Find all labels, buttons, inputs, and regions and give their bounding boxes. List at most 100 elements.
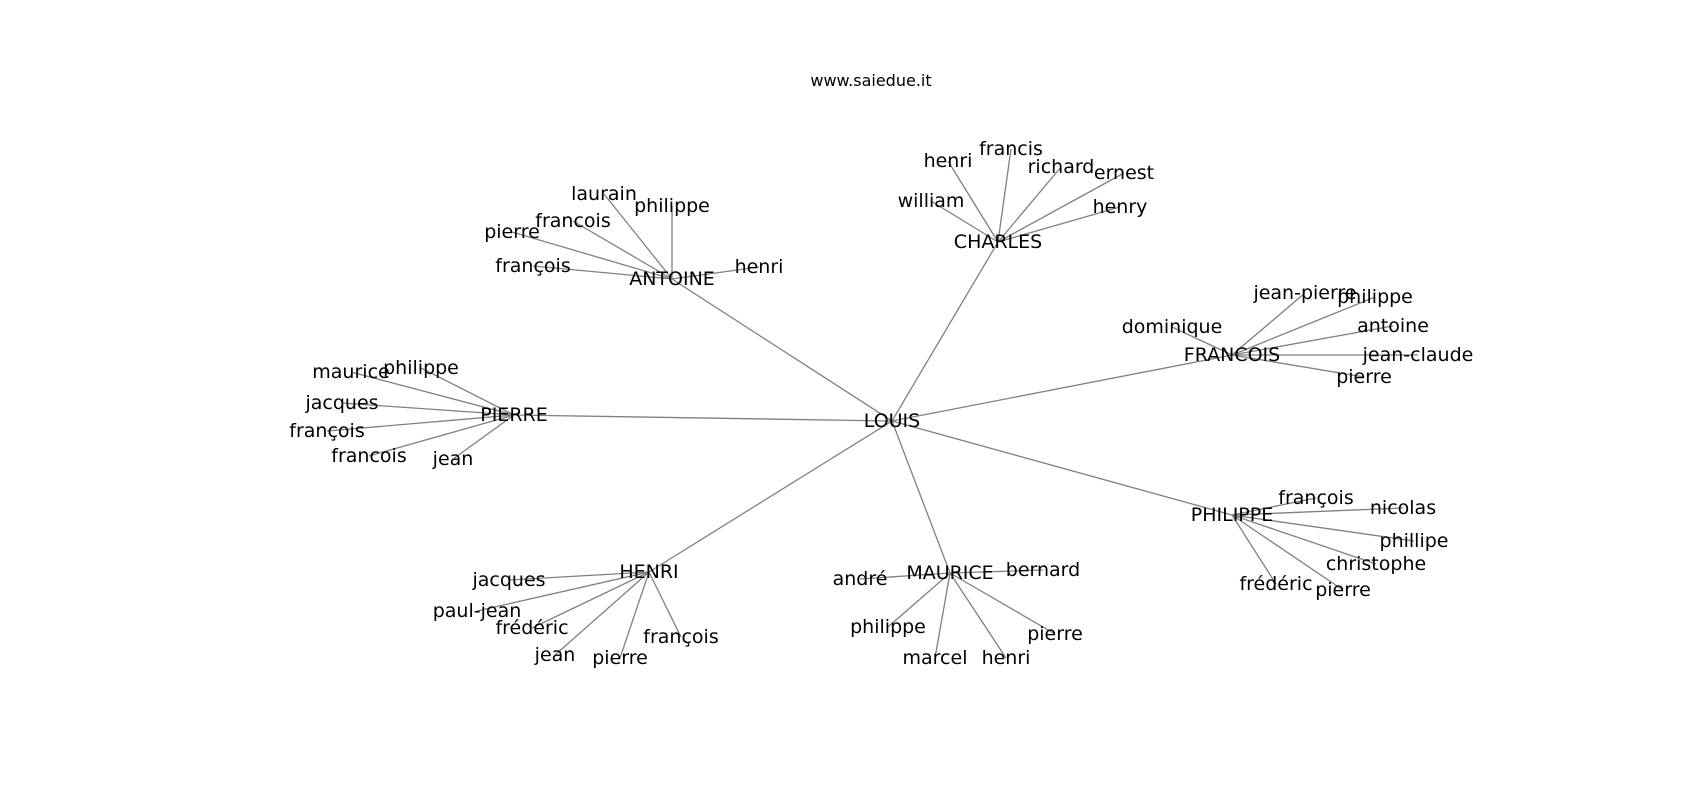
edge-root-to-henri	[648, 420, 893, 573]
edge-philippe-to-francois	[1231, 497, 1317, 516]
branch-node-francois: FRANCOIS	[1184, 344, 1280, 366]
edge-pierre-to-jacques	[341, 402, 515, 416]
edge-philippe-to-pierre	[1231, 514, 1344, 591]
leaf-node-pierre-philippe: philippe	[383, 357, 459, 379]
leaf-node-maurice-philippe: philippe	[850, 616, 926, 638]
edge-francois-to-dominique	[1171, 326, 1233, 356]
edge-francois-to-jean-pierre	[1231, 292, 1306, 356]
edge-henri-to-jacques	[508, 571, 650, 581]
leaf-node-pierre-jean: jean	[432, 448, 474, 470]
edge-maurice-to-bernard	[949, 569, 1044, 574]
leaf-node-antoine-francois: francois	[535, 210, 610, 232]
edge-philippe-to-frederic	[1231, 514, 1277, 585]
leaf-node-francois-jean-claude: jean-claude	[1362, 344, 1474, 366]
leaf-node-charles-francis: francis	[979, 138, 1043, 160]
edge-antoine-to-pierre	[511, 231, 673, 280]
edge-pierre-to-maurice	[350, 371, 515, 416]
edge-maurice-to-pierre	[949, 572, 1056, 635]
edge-maurice-to-henri	[949, 572, 1007, 659]
edge-henri-to-pierre	[619, 571, 650, 659]
edge-henri-to-jean	[554, 571, 650, 656]
edge-pierre-to-philippe	[420, 367, 515, 416]
leaf-node-antoine-francois: françois	[495, 255, 570, 277]
leaf-node-antoine-laurain: laurain	[571, 183, 637, 205]
edge-maurice-to-andre	[859, 572, 951, 580]
leaf-node-antoine-philippe: philippe	[634, 195, 710, 217]
leaf-node-philippe-christophe: christophe	[1326, 553, 1426, 575]
leaf-node-maurice-henri: henri	[982, 647, 1031, 669]
leaf-node-philippe-pierre: pierre	[1315, 579, 1371, 601]
leaf-node-francois-philippe: philippe	[1337, 286, 1413, 308]
branch-node-henri: HENRI	[619, 561, 678, 583]
edge-charles-to-richard	[997, 166, 1062, 243]
leaf-node-maurice-bernard: bernard	[1006, 559, 1080, 581]
edge-charles-to-francis	[997, 148, 1012, 243]
edge-pierre-to-francois	[368, 414, 515, 457]
edge-henri-to-paul-jean	[476, 571, 650, 612]
edge-henri-to-francois	[648, 571, 682, 638]
leaf-node-philippe-francois: françois	[1278, 487, 1353, 509]
edge-antoine-to-laurain	[603, 193, 673, 280]
leaf-node-henri-jean: jean	[534, 644, 576, 666]
edge-root-to-pierre	[513, 414, 893, 422]
edge-pierre-to-francois	[326, 414, 515, 432]
root-node-label: LOUIS	[864, 410, 920, 432]
leaf-node-charles-ernest: ernest	[1094, 162, 1154, 184]
leaf-node-francois-pierre: pierre	[1336, 366, 1392, 388]
leaf-node-charles-richard: richard	[1028, 156, 1095, 178]
leaf-node-charles-henri: henri	[924, 150, 973, 172]
edge-root-to-charles	[891, 241, 999, 422]
leaf-node-pierre-maurice: maurice	[312, 361, 389, 383]
leaf-node-francois-antoine: antoine	[1357, 315, 1429, 337]
edge-francois-to-pierre	[1231, 354, 1365, 378]
edge-francois-to-philippe	[1231, 296, 1376, 356]
leaf-node-philippe-frederic: frédéric	[1239, 573, 1312, 595]
leaf-node-pierre-francois: françois	[289, 420, 364, 442]
edge-philippe-to-christophe	[1231, 514, 1377, 565]
leaf-node-henri-pierre: pierre	[592, 647, 648, 669]
leaf-node-philippe-nicolas: nicolas	[1370, 497, 1436, 519]
branch-node-pierre: PIERRE	[480, 404, 547, 426]
edge-maurice-to-philippe	[887, 572, 951, 628]
leaf-node-henri-jacques: jacques	[471, 569, 545, 591]
leaf-node-antoine-henri: henri	[735, 256, 784, 278]
leaf-node-francois-jean-pierre: jean-pierre	[1252, 282, 1356, 304]
edge-francois-to-antoine	[1231, 325, 1394, 356]
edge-root-to-philippe	[891, 420, 1233, 516]
tree-edges	[326, 148, 1418, 659]
edge-philippe-to-nicolas	[1231, 507, 1404, 516]
leaf-node-pierre-jacques: jacques	[304, 392, 378, 414]
edge-charles-to-henry	[997, 206, 1121, 243]
edge-philippe-to-phillipe	[1231, 514, 1415, 542]
edge-charles-to-william	[930, 200, 999, 243]
leaf-node-maurice-pierre: pierre	[1027, 623, 1083, 645]
leaf-node-maurice-marcel: marcel	[903, 647, 968, 669]
leaf-node-philippe-phillipe: phillipe	[1380, 530, 1449, 552]
leaf-node-charles-henry: henry	[1093, 196, 1148, 218]
branch-node-philippe: PHILIPPE	[1191, 504, 1273, 526]
leaf-node-francois-dominique: dominique	[1122, 316, 1223, 338]
leaf-node-charles-william: william	[898, 190, 965, 212]
leaf-node-maurice-andre: andré	[833, 568, 888, 590]
leaf-node-henri-paul-jean: paul-jean	[433, 600, 522, 622]
edge-antoine-to-henri	[671, 266, 760, 280]
edge-root-to-maurice	[891, 420, 951, 574]
edge-charles-to-ernest	[997, 172, 1125, 243]
leaf-node-henri-francois: françois	[643, 626, 718, 648]
edge-maurice-to-marcel	[934, 572, 951, 659]
branch-node-antoine: ANTOINE	[629, 268, 715, 290]
edge-root-to-antoine	[671, 278, 893, 422]
edge-antoine-to-francois	[532, 265, 673, 280]
edge-antoine-to-francois	[572, 220, 673, 280]
edge-charles-to-henri	[947, 160, 999, 243]
leaf-node-henri-frederic: frédéric	[495, 617, 568, 639]
branch-node-maurice: MAURICE	[906, 562, 993, 584]
edge-henri-to-frederic	[531, 571, 650, 629]
edge-root-to-francois	[891, 354, 1233, 422]
branch-node-charles: CHARLES	[954, 231, 1042, 253]
site-caption: www.saiedue.it	[810, 71, 932, 90]
leaf-node-antoine-pierre: pierre	[484, 221, 540, 243]
edge-pierre-to-jean	[452, 414, 515, 460]
